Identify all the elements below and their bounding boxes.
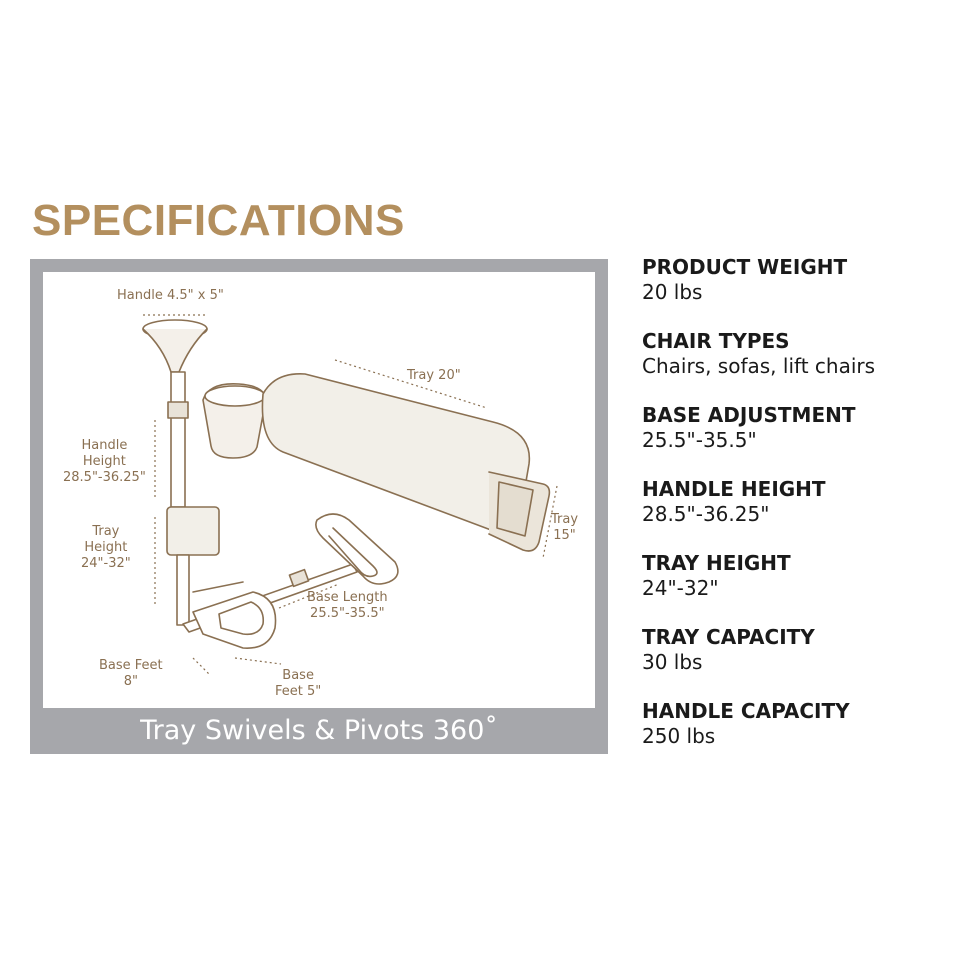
spec-value: 250 lbs xyxy=(642,724,716,748)
spec-value: 28.5"-36.25" xyxy=(642,502,770,526)
label-handle-size: Handle 4.5" x 5" xyxy=(117,288,224,303)
spec-value: Chairs, sofas, lift chairs xyxy=(642,354,876,378)
spec-value: 20 lbs xyxy=(642,280,703,304)
label-tray-width: Tray 15" xyxy=(551,512,579,543)
handle-grip-body xyxy=(142,328,208,373)
spec-item-handle-height: HANDLE HEIGHT 28.5"-36.25" xyxy=(642,477,942,527)
spec-item-chair-types: CHAIR TYPES Chairs, sofas, lift chairs xyxy=(642,329,942,379)
label-tray-length: Tray 20" xyxy=(407,368,461,383)
label-base-feet: Base Feet 8" xyxy=(99,658,163,689)
label-handle-height: Handle Height 28.5"-36.25" xyxy=(63,438,146,485)
diagram-panel: Handle 4.5" x 5" Tray 20" Handle Height … xyxy=(30,259,608,754)
spec-value: 25.5"-35.5" xyxy=(642,428,757,452)
spec-item-base-adjustment: BASE ADJUSTMENT 25.5"-35.5" xyxy=(642,403,942,453)
spec-list: PRODUCT WEIGHT 20 lbs CHAIR TYPES Chairs… xyxy=(642,255,942,773)
label-base-feet-5: Base Feet 5" xyxy=(275,668,322,699)
label-tray-height: Tray Height 24"-32" xyxy=(81,524,131,571)
base-foot-front xyxy=(192,591,277,649)
spec-label: HANDLE HEIGHT xyxy=(642,477,826,501)
diagram-caption: Tray Swivels & Pivots 360˚ xyxy=(140,715,498,746)
dimension-lines xyxy=(143,314,558,675)
spec-label: HANDLE CAPACITY xyxy=(642,699,850,723)
spec-label: PRODUCT WEIGHT xyxy=(642,255,848,279)
spec-value: 24"-32" xyxy=(642,576,719,600)
spec-label: TRAY CAPACITY xyxy=(642,625,815,649)
spec-item-handle-capacity: HANDLE CAPACITY 250 lbs xyxy=(642,699,942,749)
spec-label: CHAIR TYPES xyxy=(642,329,790,353)
tray-height-housing xyxy=(166,506,220,556)
product-line-drawing xyxy=(142,314,558,675)
spec-item-tray-height: TRAY HEIGHT 24"-32" xyxy=(642,551,942,601)
spec-label: BASE ADJUSTMENT xyxy=(642,403,856,427)
spec-label: TRAY HEIGHT xyxy=(642,551,791,575)
handle-pole xyxy=(170,371,186,508)
spec-value: 30 lbs xyxy=(642,650,703,674)
spec-item-product-weight: PRODUCT WEIGHT 20 lbs xyxy=(642,255,942,305)
product-diagram: Handle 4.5" x 5" Tray 20" Handle Height … xyxy=(43,272,595,708)
page-title: SPECIFICATIONS xyxy=(32,196,405,245)
spec-item-tray-capacity: TRAY CAPACITY 30 lbs xyxy=(642,625,942,675)
label-base-length: Base Length 25.5"-35.5" xyxy=(307,590,388,621)
